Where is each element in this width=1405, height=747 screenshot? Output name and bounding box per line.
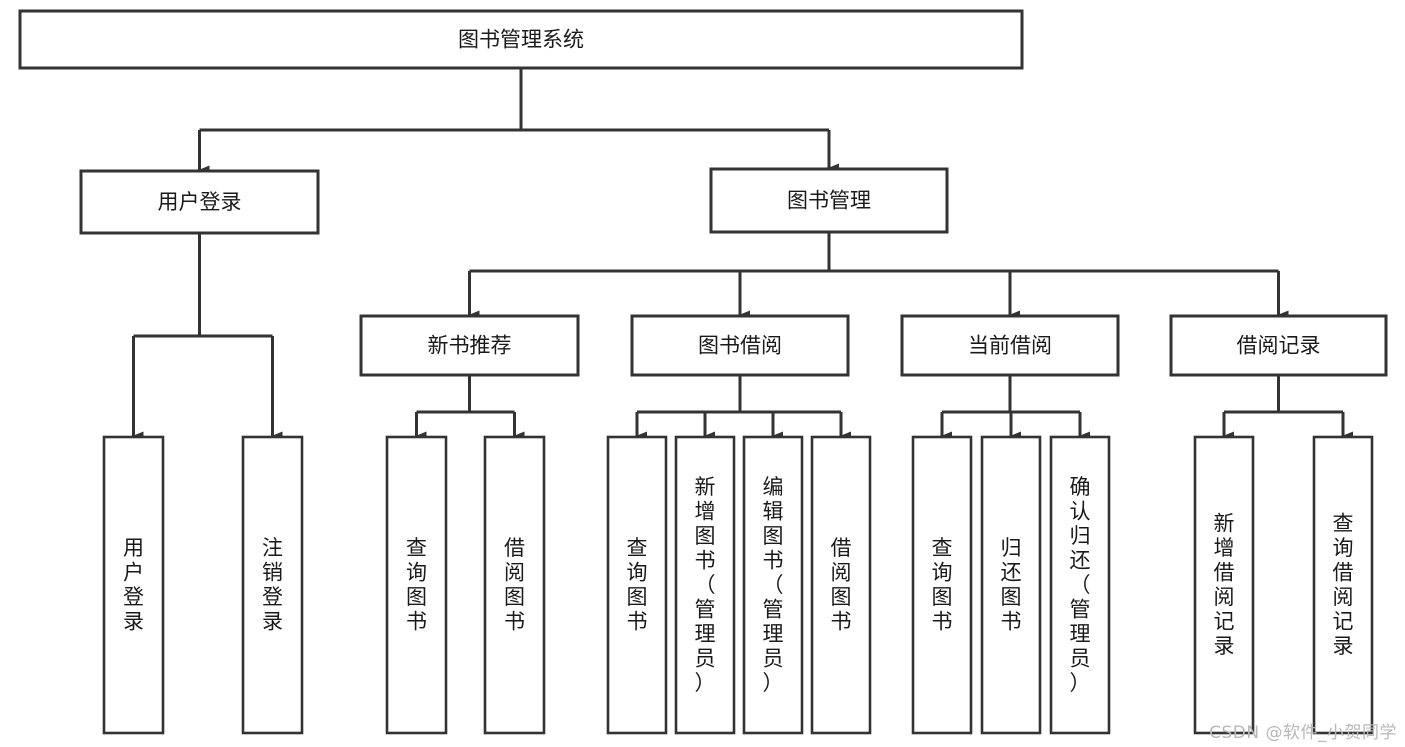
node-box xyxy=(810,435,872,735)
node-box xyxy=(911,435,973,735)
node-leaf-return-book[interactable]: 归还图书 xyxy=(980,435,1042,735)
node-box xyxy=(900,314,1120,377)
node-box xyxy=(385,435,448,735)
node-label: 查询图书 xyxy=(932,536,953,634)
node-label: 查询图书 xyxy=(406,536,427,634)
node-label: 新增借阅记录 xyxy=(1214,512,1235,659)
node-borrow-record[interactable]: 借阅记录 xyxy=(1169,314,1388,377)
node-label: 图书管理系统 xyxy=(458,28,584,52)
node-box xyxy=(1193,435,1255,735)
node-box xyxy=(630,314,850,377)
node-label: 用户登录 xyxy=(158,190,242,214)
node-leaf-query-book-2[interactable]: 查询图书 xyxy=(606,435,668,735)
node-leaf-borrow-book-2[interactable]: 借阅图书 xyxy=(810,435,872,735)
node-leaf-add-record[interactable]: 新增借阅记录 xyxy=(1193,435,1255,735)
node-label: 编辑图书（管理员） xyxy=(763,475,784,695)
node-box xyxy=(359,314,580,377)
node-root[interactable]: 图书管理系统 xyxy=(18,9,1024,70)
node-leaf-user-login[interactable]: 用户登录 xyxy=(102,435,165,735)
node-box xyxy=(709,167,949,234)
node-book-manage[interactable]: 图书管理 xyxy=(709,167,949,234)
node-label: 当前借阅 xyxy=(968,334,1052,358)
node-leaf-query-book-3[interactable]: 查询图书 xyxy=(911,435,973,735)
node-label: 新书推荐 xyxy=(428,334,512,358)
node-box xyxy=(742,435,804,735)
node-box xyxy=(18,9,1024,70)
node-leaf-query-record[interactable]: 查询借阅记录 xyxy=(1312,435,1374,735)
node-label: 用户登录 xyxy=(123,536,144,634)
node-box xyxy=(483,435,546,735)
node-box xyxy=(1169,314,1388,377)
node-label: 新增图书（管理员） xyxy=(695,475,716,695)
watermark-label: CSDN @软件_小贺同学 xyxy=(1209,723,1397,743)
node-label: 图书管理 xyxy=(787,189,871,213)
node-leaf-add-book[interactable]: 新增图书（管理员） xyxy=(674,435,736,735)
node-label: 借阅图书 xyxy=(831,536,852,634)
node-leaf-logout[interactable]: 注销登录 xyxy=(241,435,304,735)
node-label: 借阅记录 xyxy=(1237,334,1321,358)
node-label: 图书借阅 xyxy=(698,334,782,358)
node-leaf-edit-book[interactable]: 编辑图书（管理员） xyxy=(742,435,804,735)
node-box xyxy=(674,435,736,735)
node-current-borrow[interactable]: 当前借阅 xyxy=(900,314,1120,377)
node-box xyxy=(606,435,668,735)
node-box xyxy=(1049,435,1111,735)
node-user-login[interactable]: 用户登录 xyxy=(79,169,320,235)
node-label: 查询借阅记录 xyxy=(1333,512,1354,659)
node-new-book-recommend[interactable]: 新书推荐 xyxy=(359,314,580,377)
node-box xyxy=(241,435,304,735)
node-box xyxy=(1312,435,1374,735)
node-label: 借阅图书 xyxy=(504,536,525,634)
node-layer: 图书管理系统用户登录图书管理新书推荐图书借阅当前借阅借阅记录用户登录注销登录查询… xyxy=(18,9,1388,735)
node-label: 注销登录 xyxy=(262,536,283,634)
node-label: 归还图书 xyxy=(1001,536,1022,634)
node-leaf-borrow-book-1[interactable]: 借阅图书 xyxy=(483,435,546,735)
node-leaf-confirm-return[interactable]: 确认归还（管理员） xyxy=(1049,435,1111,735)
connector-layer xyxy=(132,68,1353,441)
node-box xyxy=(980,435,1042,735)
node-label: 查询图书 xyxy=(627,536,648,634)
node-label: 确认归还（管理员） xyxy=(1070,475,1091,695)
node-leaf-query-book-1[interactable]: 查询图书 xyxy=(385,435,448,735)
node-box xyxy=(79,169,320,235)
node-book-borrow[interactable]: 图书借阅 xyxy=(630,314,850,377)
node-box xyxy=(102,435,165,735)
